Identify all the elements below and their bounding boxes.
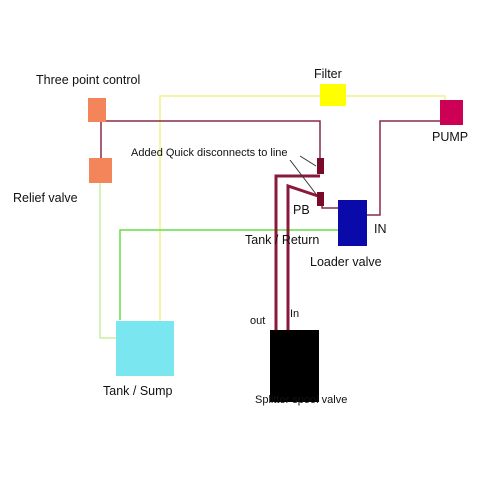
label-in-spool: In <box>290 308 299 320</box>
relief-valve-box <box>89 158 112 183</box>
pump-box <box>440 100 463 125</box>
quick-disconnect-lower <box>317 192 324 206</box>
quick-disconnect-arrow-upper <box>299 155 317 167</box>
three-point-control-box <box>88 98 106 122</box>
pb-line <box>321 200 340 209</box>
tank-return-line <box>119 229 343 320</box>
label-tank-sump: Tank / Sump <box>103 384 173 398</box>
label-quick-disconnects: Added Quick disconnects to line <box>131 147 288 159</box>
pump-to-loader-line <box>366 120 452 216</box>
three-point-control-line <box>100 120 321 160</box>
tank-sump-box <box>116 321 174 376</box>
splitter-spool-valve-box <box>270 330 319 402</box>
label-out: out <box>250 315 265 327</box>
label-in-loader: IN <box>374 222 387 236</box>
quick-disconnect-upper <box>317 158 324 174</box>
label-loader-valve: Loader valve <box>310 255 382 269</box>
label-tank-return: Tank / Return <box>245 233 319 247</box>
label-pump: PUMP <box>432 130 468 144</box>
label-pb: PB <box>293 203 310 217</box>
label-relief-valve: Relief valve <box>13 191 78 205</box>
relief-line <box>99 183 118 339</box>
loader-valve-box <box>338 200 367 246</box>
spool-in-line <box>286 183 319 340</box>
spool-out-line <box>274 174 320 340</box>
label-filter: Filter <box>314 67 342 81</box>
quick-disconnect-arrow-lower <box>289 159 317 195</box>
label-three-point-control: Three point control <box>36 73 140 87</box>
filter-box <box>320 84 346 106</box>
label-splitter-spool-valve: Splitter spool valve <box>255 394 347 406</box>
